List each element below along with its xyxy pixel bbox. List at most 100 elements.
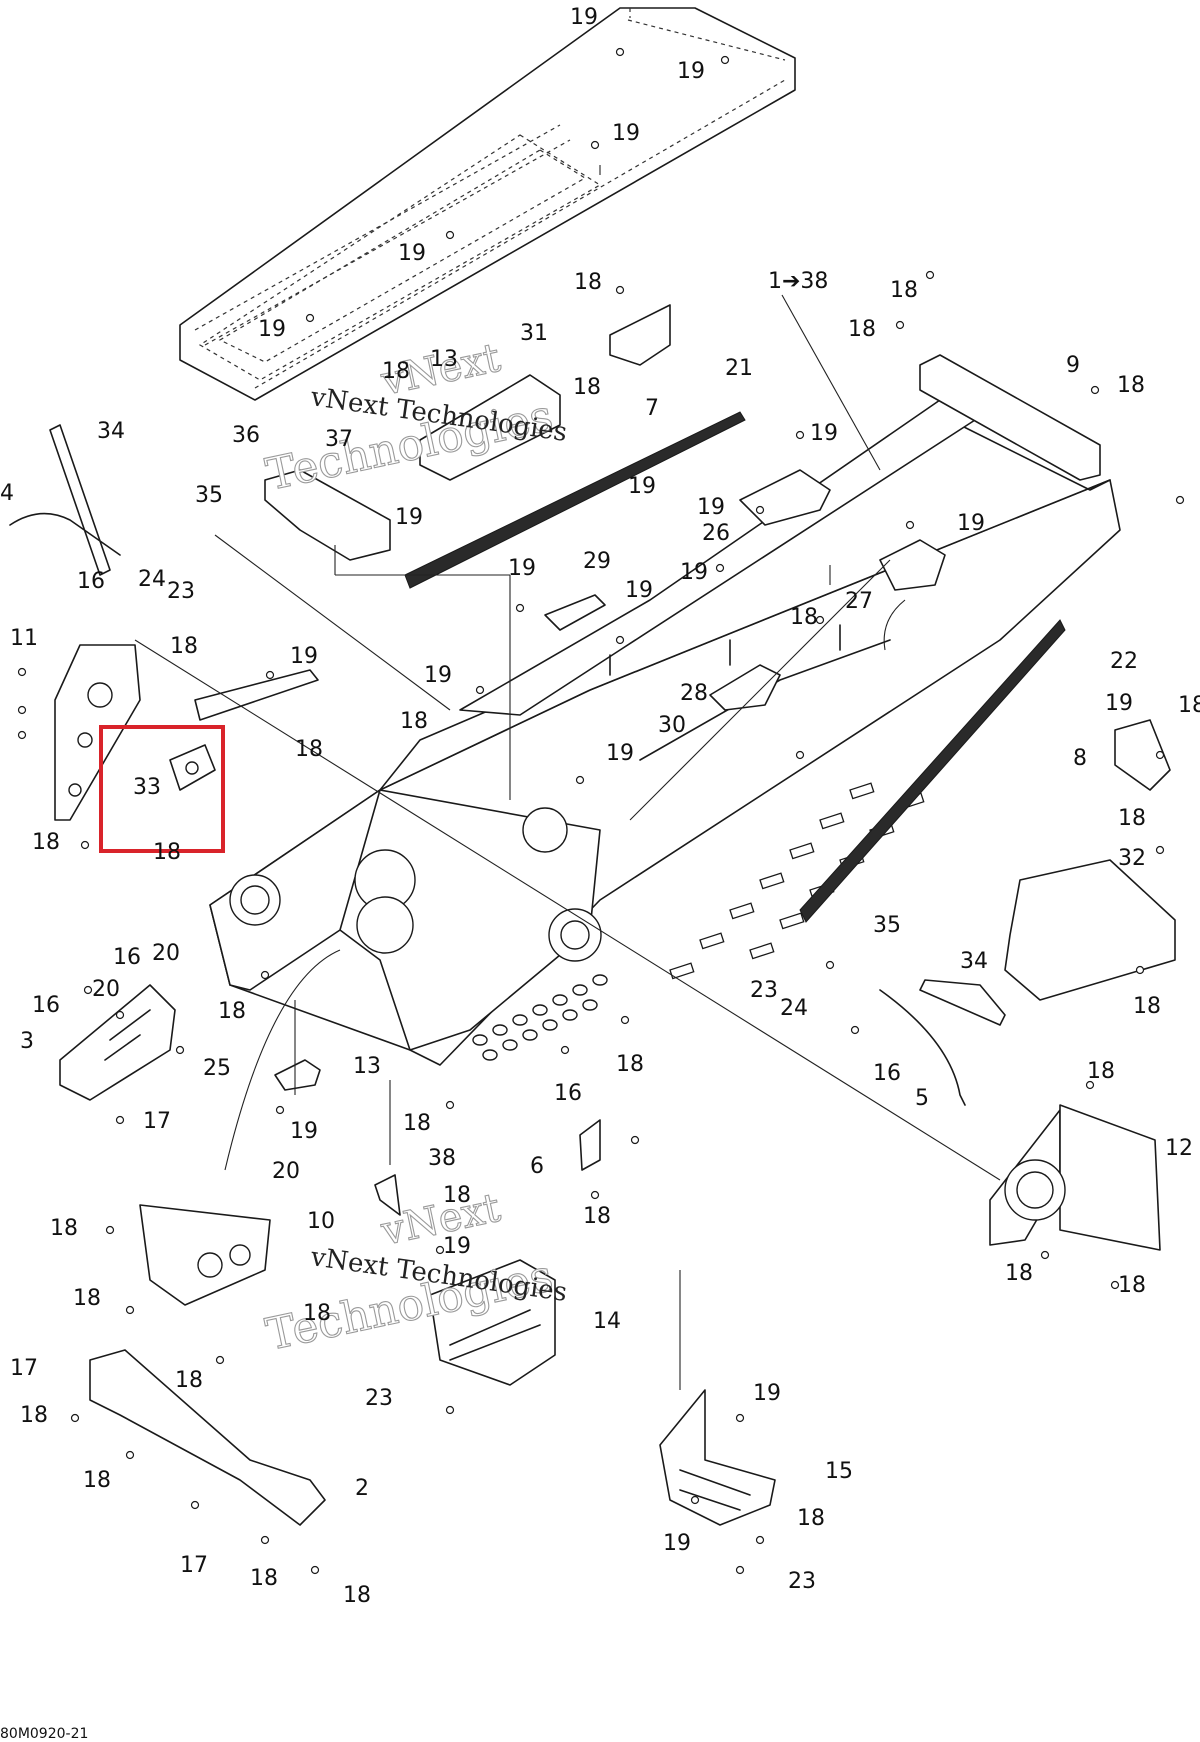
callout-16: 16 bbox=[77, 569, 105, 594]
callout-19: 19 bbox=[753, 1381, 781, 1406]
callout-19: 19 bbox=[677, 59, 705, 84]
tunnel-cover-panel bbox=[179, 7, 796, 401]
callout-16: 16 bbox=[32, 993, 60, 1018]
callout-18: 18 bbox=[574, 270, 602, 295]
callout-34: 34 bbox=[960, 949, 988, 974]
callout-8: 8 bbox=[1073, 746, 1087, 771]
part-27-bracket bbox=[879, 539, 946, 591]
part-30-bracket bbox=[709, 664, 781, 711]
part-13-clip bbox=[274, 1059, 321, 1091]
callout-18: 18 bbox=[616, 1052, 644, 1077]
callout-23: 23 bbox=[365, 1386, 393, 1411]
part-36-bracket bbox=[264, 469, 391, 561]
callout-18: 18 bbox=[443, 1183, 471, 1208]
callout-18: 18 bbox=[1118, 1273, 1146, 1298]
callout-19: 19 bbox=[395, 505, 423, 530]
callout-16: 16 bbox=[554, 1081, 582, 1106]
part-33-rail bbox=[194, 669, 319, 721]
callout-18: 18 bbox=[303, 1301, 331, 1326]
callout-23: 23 bbox=[788, 1569, 816, 1594]
callout-27: 27 bbox=[845, 589, 873, 614]
rubber-strip-21 bbox=[404, 411, 746, 589]
callout-6: 6 bbox=[530, 1154, 544, 1179]
chassis-tunnel bbox=[209, 399, 1121, 1066]
callout-32: 32 bbox=[1118, 846, 1146, 871]
callout-29: 29 bbox=[583, 549, 611, 574]
callout-15: 15 bbox=[825, 1459, 853, 1484]
callout-19: 19 bbox=[697, 495, 725, 520]
part-14-step bbox=[429, 1259, 556, 1386]
callout-18: 18 bbox=[890, 278, 918, 303]
callout-18: 18 bbox=[573, 375, 601, 400]
callout-20: 20 bbox=[272, 1159, 300, 1184]
callout-12: 12 bbox=[1165, 1136, 1193, 1161]
callout-18: 18 bbox=[1005, 1261, 1033, 1286]
callout-18: 11 bbox=[10, 626, 38, 651]
callout-19: 19 bbox=[606, 741, 634, 766]
callout-19: 19 bbox=[957, 511, 985, 536]
callout-19: 19 bbox=[1105, 691, 1133, 716]
callout-18: 18 bbox=[50, 1216, 78, 1241]
part-32-shield bbox=[1004, 859, 1176, 1001]
callout-18: 18 bbox=[20, 1403, 48, 1428]
callout-4: 4 bbox=[0, 481, 14, 506]
callout-19: 19 bbox=[508, 556, 536, 581]
callout-20: 20 bbox=[92, 977, 120, 1002]
part-34-handle-left bbox=[49, 424, 111, 576]
callout-24: 24 bbox=[138, 567, 166, 592]
callout-34: 34 bbox=[97, 419, 125, 444]
callout-24: 24 bbox=[780, 996, 808, 1021]
fastener-bolts bbox=[17, 47, 1185, 1575]
callout-18: 18 bbox=[83, 1468, 111, 1493]
part-11-plate bbox=[54, 644, 141, 821]
callout-7: 7 bbox=[645, 396, 659, 421]
callout-18: 18 bbox=[1117, 373, 1145, 398]
callout-19: 19 bbox=[443, 1234, 471, 1259]
callout-22: 22 bbox=[1110, 649, 1138, 674]
callout-18: 19 bbox=[290, 644, 318, 669]
callout-9: 9 bbox=[1066, 353, 1080, 378]
callout-1-to-38: 1➔38 bbox=[768, 269, 828, 294]
callout-10: 10 bbox=[307, 1209, 335, 1234]
callout-18: 18 bbox=[1118, 806, 1146, 831]
part-6-bracket bbox=[579, 1119, 601, 1171]
part-34-handle-right bbox=[919, 979, 1006, 1026]
callout-19: 19 bbox=[290, 1119, 318, 1144]
callout-35: 35 bbox=[873, 913, 901, 938]
callout-18: 18 bbox=[343, 1583, 371, 1608]
callout-3: 3 bbox=[20, 1029, 34, 1054]
highlight-box bbox=[99, 725, 225, 853]
part-2-rail bbox=[89, 1349, 326, 1526]
callout-19: 19 bbox=[570, 5, 598, 30]
callout-36: 36 bbox=[232, 423, 260, 448]
callout-18: 18 bbox=[797, 1506, 825, 1531]
callout-23: 23 bbox=[167, 579, 195, 604]
callout-19: 19 bbox=[612, 121, 640, 146]
assembly-leader-lines bbox=[134, 294, 1001, 1390]
callout-38: 38 bbox=[428, 1146, 456, 1171]
callout-labels: 19 19 19 19 19 18 1➔38 18 18 31 18 13 18… bbox=[0, 5, 1200, 1608]
part-9-bracket bbox=[919, 354, 1101, 481]
callout-5: 5 bbox=[915, 1086, 929, 1111]
callout-30: 30 bbox=[658, 713, 686, 738]
callout-18: 18 bbox=[848, 317, 876, 342]
part-15-step bbox=[659, 1389, 776, 1526]
callout-11: 18 bbox=[170, 634, 198, 659]
callout-14: 14 bbox=[593, 1309, 621, 1334]
callout-16: 16 bbox=[113, 945, 141, 970]
callout-17: 17 bbox=[180, 1553, 208, 1578]
callout-18: 18 bbox=[295, 737, 323, 762]
callout-19: 18 bbox=[790, 605, 818, 630]
callout-18: 18 bbox=[1133, 994, 1161, 1019]
callout-18: 18 bbox=[175, 1368, 203, 1393]
callout-21: 21 bbox=[725, 356, 753, 381]
callout-35: 35 bbox=[195, 483, 223, 508]
part-29-clip bbox=[544, 594, 606, 631]
part-8-bracket bbox=[1114, 719, 1171, 791]
callout-18: 18 bbox=[382, 359, 410, 384]
callout-19: 19 bbox=[680, 560, 708, 585]
callout-19: 19 bbox=[625, 578, 653, 603]
callout-18: 18 bbox=[403, 1111, 431, 1136]
callout-18: 18 bbox=[250, 1566, 278, 1591]
callout-31: 31 bbox=[520, 321, 548, 346]
